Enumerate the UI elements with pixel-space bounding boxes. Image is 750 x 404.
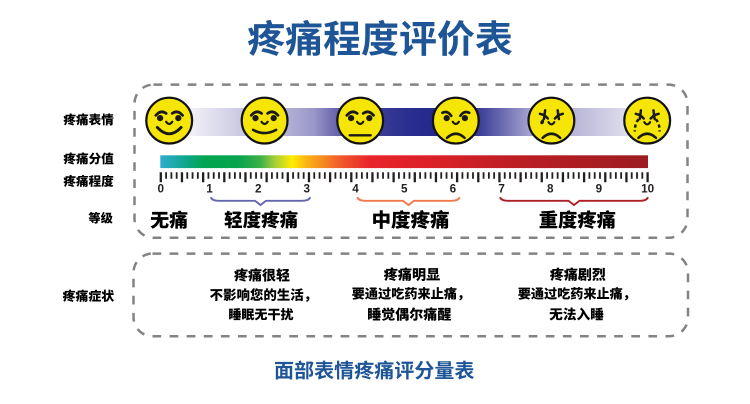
svg-text:8: 8 bbox=[547, 183, 554, 196]
svg-text:3: 3 bbox=[304, 183, 311, 196]
svg-text:0: 0 bbox=[158, 183, 165, 196]
svg-text:1: 1 bbox=[206, 183, 213, 196]
svg-text:4: 4 bbox=[352, 183, 359, 196]
svg-text:7: 7 bbox=[498, 183, 505, 196]
svg-text:10: 10 bbox=[641, 183, 655, 196]
svg-text:2: 2 bbox=[255, 183, 262, 196]
svg-text:6: 6 bbox=[450, 183, 457, 196]
svg-text:9: 9 bbox=[596, 183, 603, 196]
svg-text:5: 5 bbox=[401, 183, 408, 196]
